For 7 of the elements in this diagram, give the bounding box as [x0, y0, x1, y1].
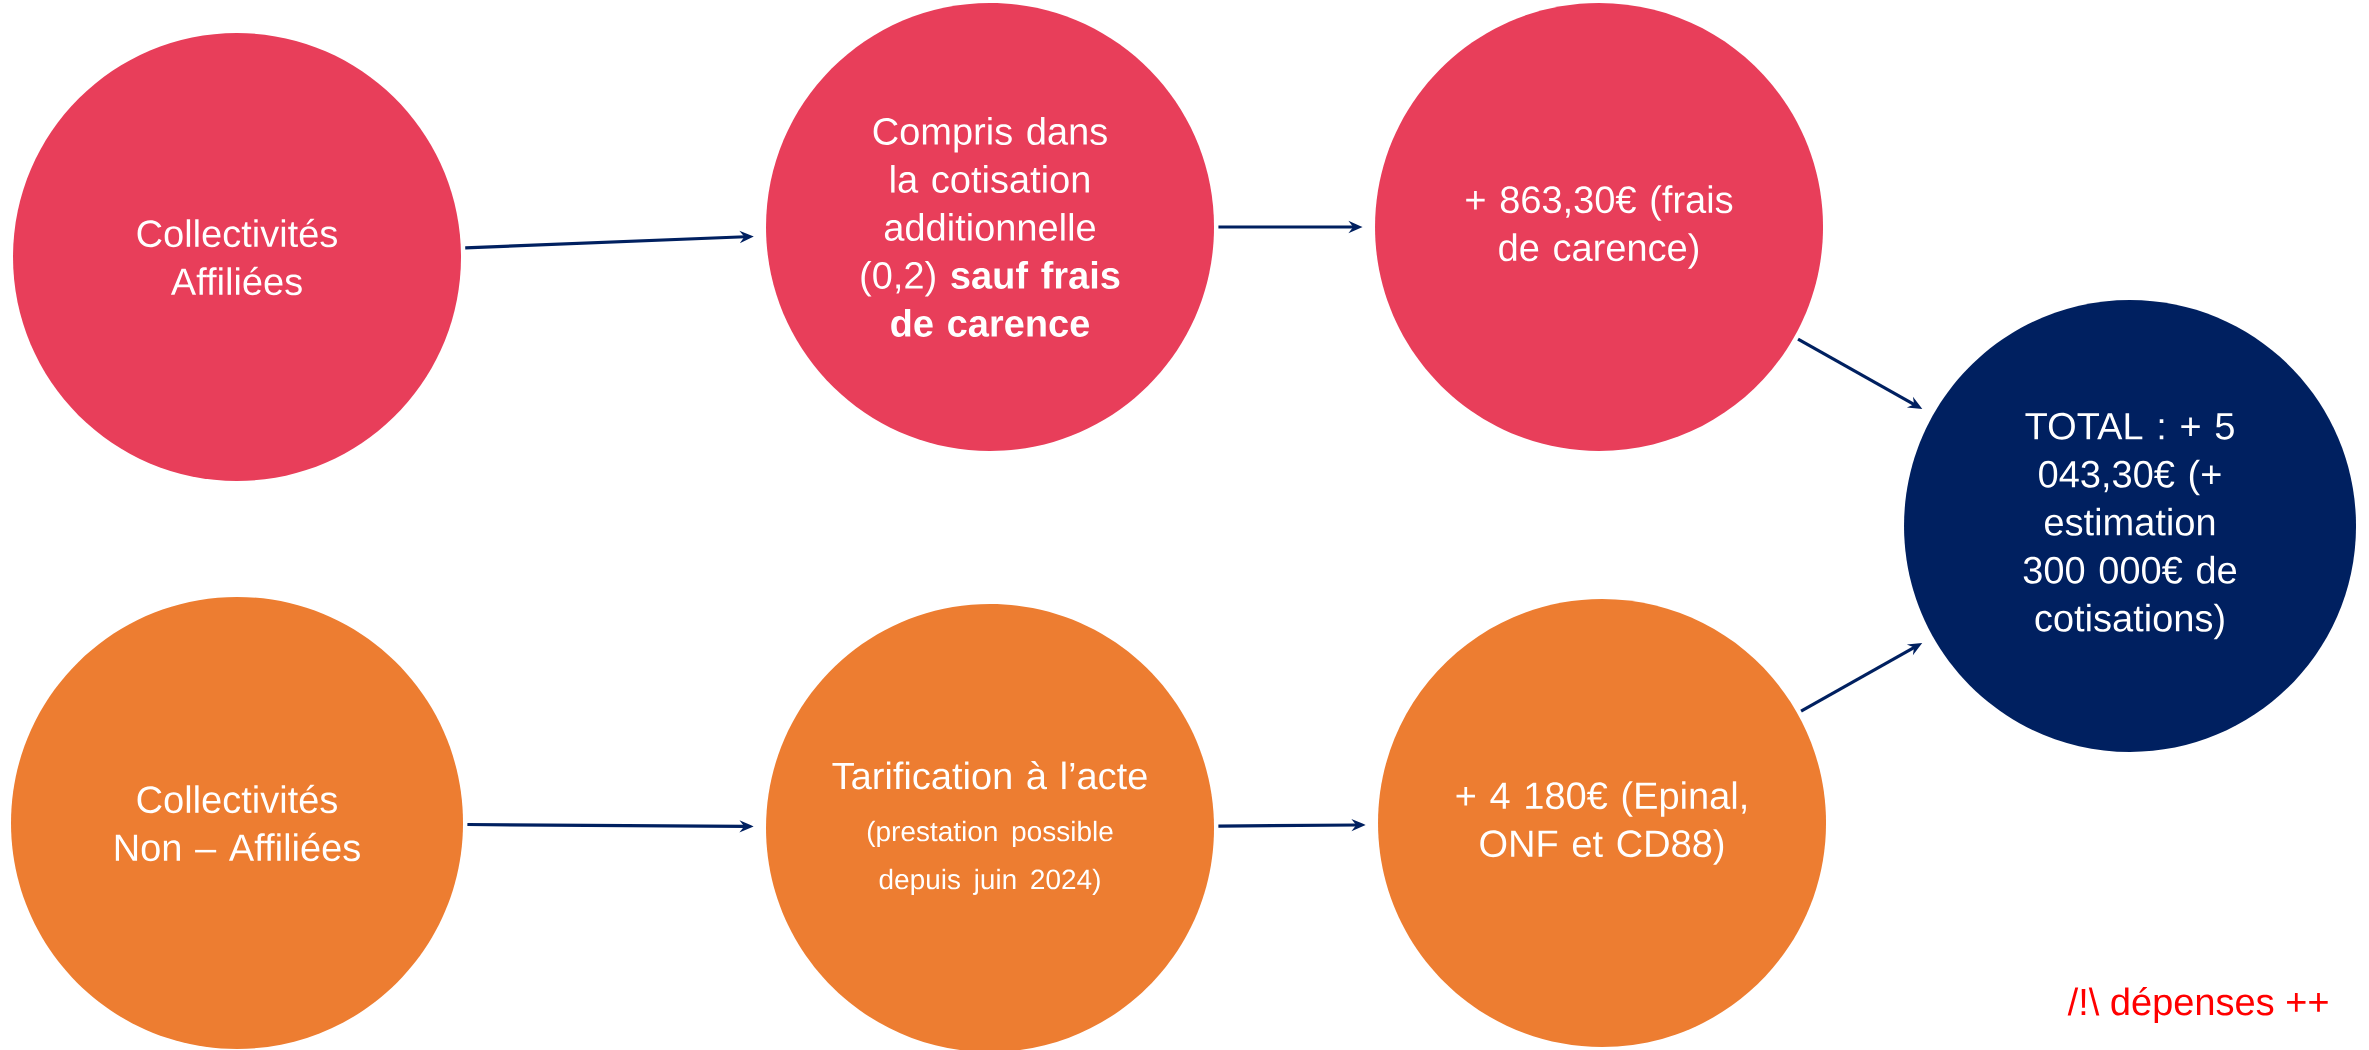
circle-node: + 4 180€ (Epinal, ONF et CD88) — [1378, 599, 1827, 1047]
warning-note: /!\ dépenses ++ — [2067, 987, 2328, 1023]
circle-node: + 863,30€ (frais de carence) — [1375, 3, 1823, 451]
circle-node: Collectivités Non – Affiliées — [11, 597, 463, 1049]
circle-node: Compris dans la cotisation additionnelle (0,2) sauf frais de carence — [766, 3, 1214, 451]
circle-node: Collectivités Affiliées — [13, 33, 461, 481]
circle-node: TOTAL : + 5 043,30€ (+ estimation 300 000€ de cotisations) — [1904, 300, 2357, 752]
